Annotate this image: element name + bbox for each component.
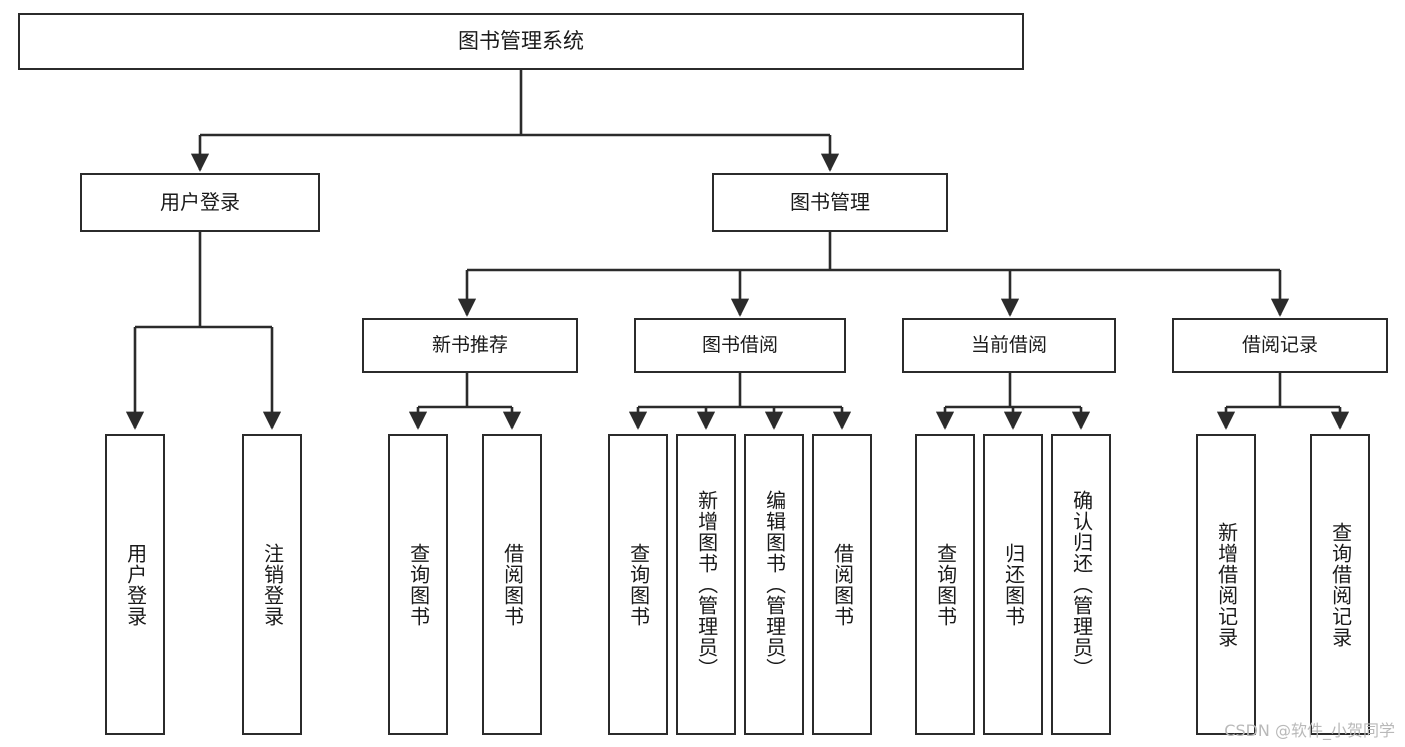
leaf-current-borrow-return[interactable]: 归还图书 [983,434,1043,735]
node-label: 查询图书 [406,542,431,627]
leaf-book-borrow-borrow[interactable]: 借阅图书 [812,434,872,735]
leaf-current-borrow-confirm-return[interactable]: 确认归还（管理员） [1051,434,1111,735]
node-label: 编辑图书（管理员） [762,490,787,679]
node-label: 新增图书（管理员） [694,490,719,679]
node-label: 借阅图书 [830,542,855,627]
leaf-user-login-login[interactable]: 用户登录 [105,434,165,735]
node-label: 查询图书 [933,542,958,627]
node-root-system[interactable]: 图书管理系统 [18,13,1024,70]
node-book-management[interactable]: 图书管理 [712,173,948,232]
node-borrow-record[interactable]: 借阅记录 [1172,318,1388,373]
node-label: 查询借阅记录 [1328,521,1353,648]
node-label: 新书推荐 [431,334,508,357]
node-label: 图书管理 [790,189,870,214]
node-label: 图书管理系统 [458,29,584,54]
node-label: 用户登录 [123,542,148,627]
node-label: 查询图书 [626,542,651,627]
leaf-book-borrow-add[interactable]: 新增图书（管理员） [676,434,736,735]
leaf-borrow-record-add[interactable]: 新增借阅记录 [1196,434,1256,735]
leaf-book-borrow-edit[interactable]: 编辑图书（管理员） [744,434,804,735]
node-label: 归还图书 [1001,542,1026,627]
node-label: 当前借阅 [970,334,1047,357]
node-label: 确认归还（管理员） [1069,490,1094,679]
node-label: 借阅图书 [500,542,525,627]
node-label: 注销登录 [260,542,285,627]
node-label: 用户登录 [160,189,240,214]
leaf-user-login-logout[interactable]: 注销登录 [242,434,302,735]
csdn-watermark: CSDN @软件_小贺同学 [1224,721,1395,740]
node-user-login[interactable]: 用户登录 [80,173,320,232]
node-label: 新增借阅记录 [1214,521,1239,648]
leaf-current-borrow-query[interactable]: 查询图书 [915,434,975,735]
leaf-new-book-query[interactable]: 查询图书 [388,434,448,735]
node-label: 借阅记录 [1241,334,1318,357]
node-book-borrow[interactable]: 图书借阅 [634,318,846,373]
node-current-borrow[interactable]: 当前借阅 [902,318,1116,373]
leaf-book-borrow-query[interactable]: 查询图书 [608,434,668,735]
node-label: 图书借阅 [701,334,778,357]
leaf-new-book-borrow[interactable]: 借阅图书 [482,434,542,735]
leaf-borrow-record-query[interactable]: 查询借阅记录 [1310,434,1370,735]
node-new-book-recommend[interactable]: 新书推荐 [362,318,578,373]
